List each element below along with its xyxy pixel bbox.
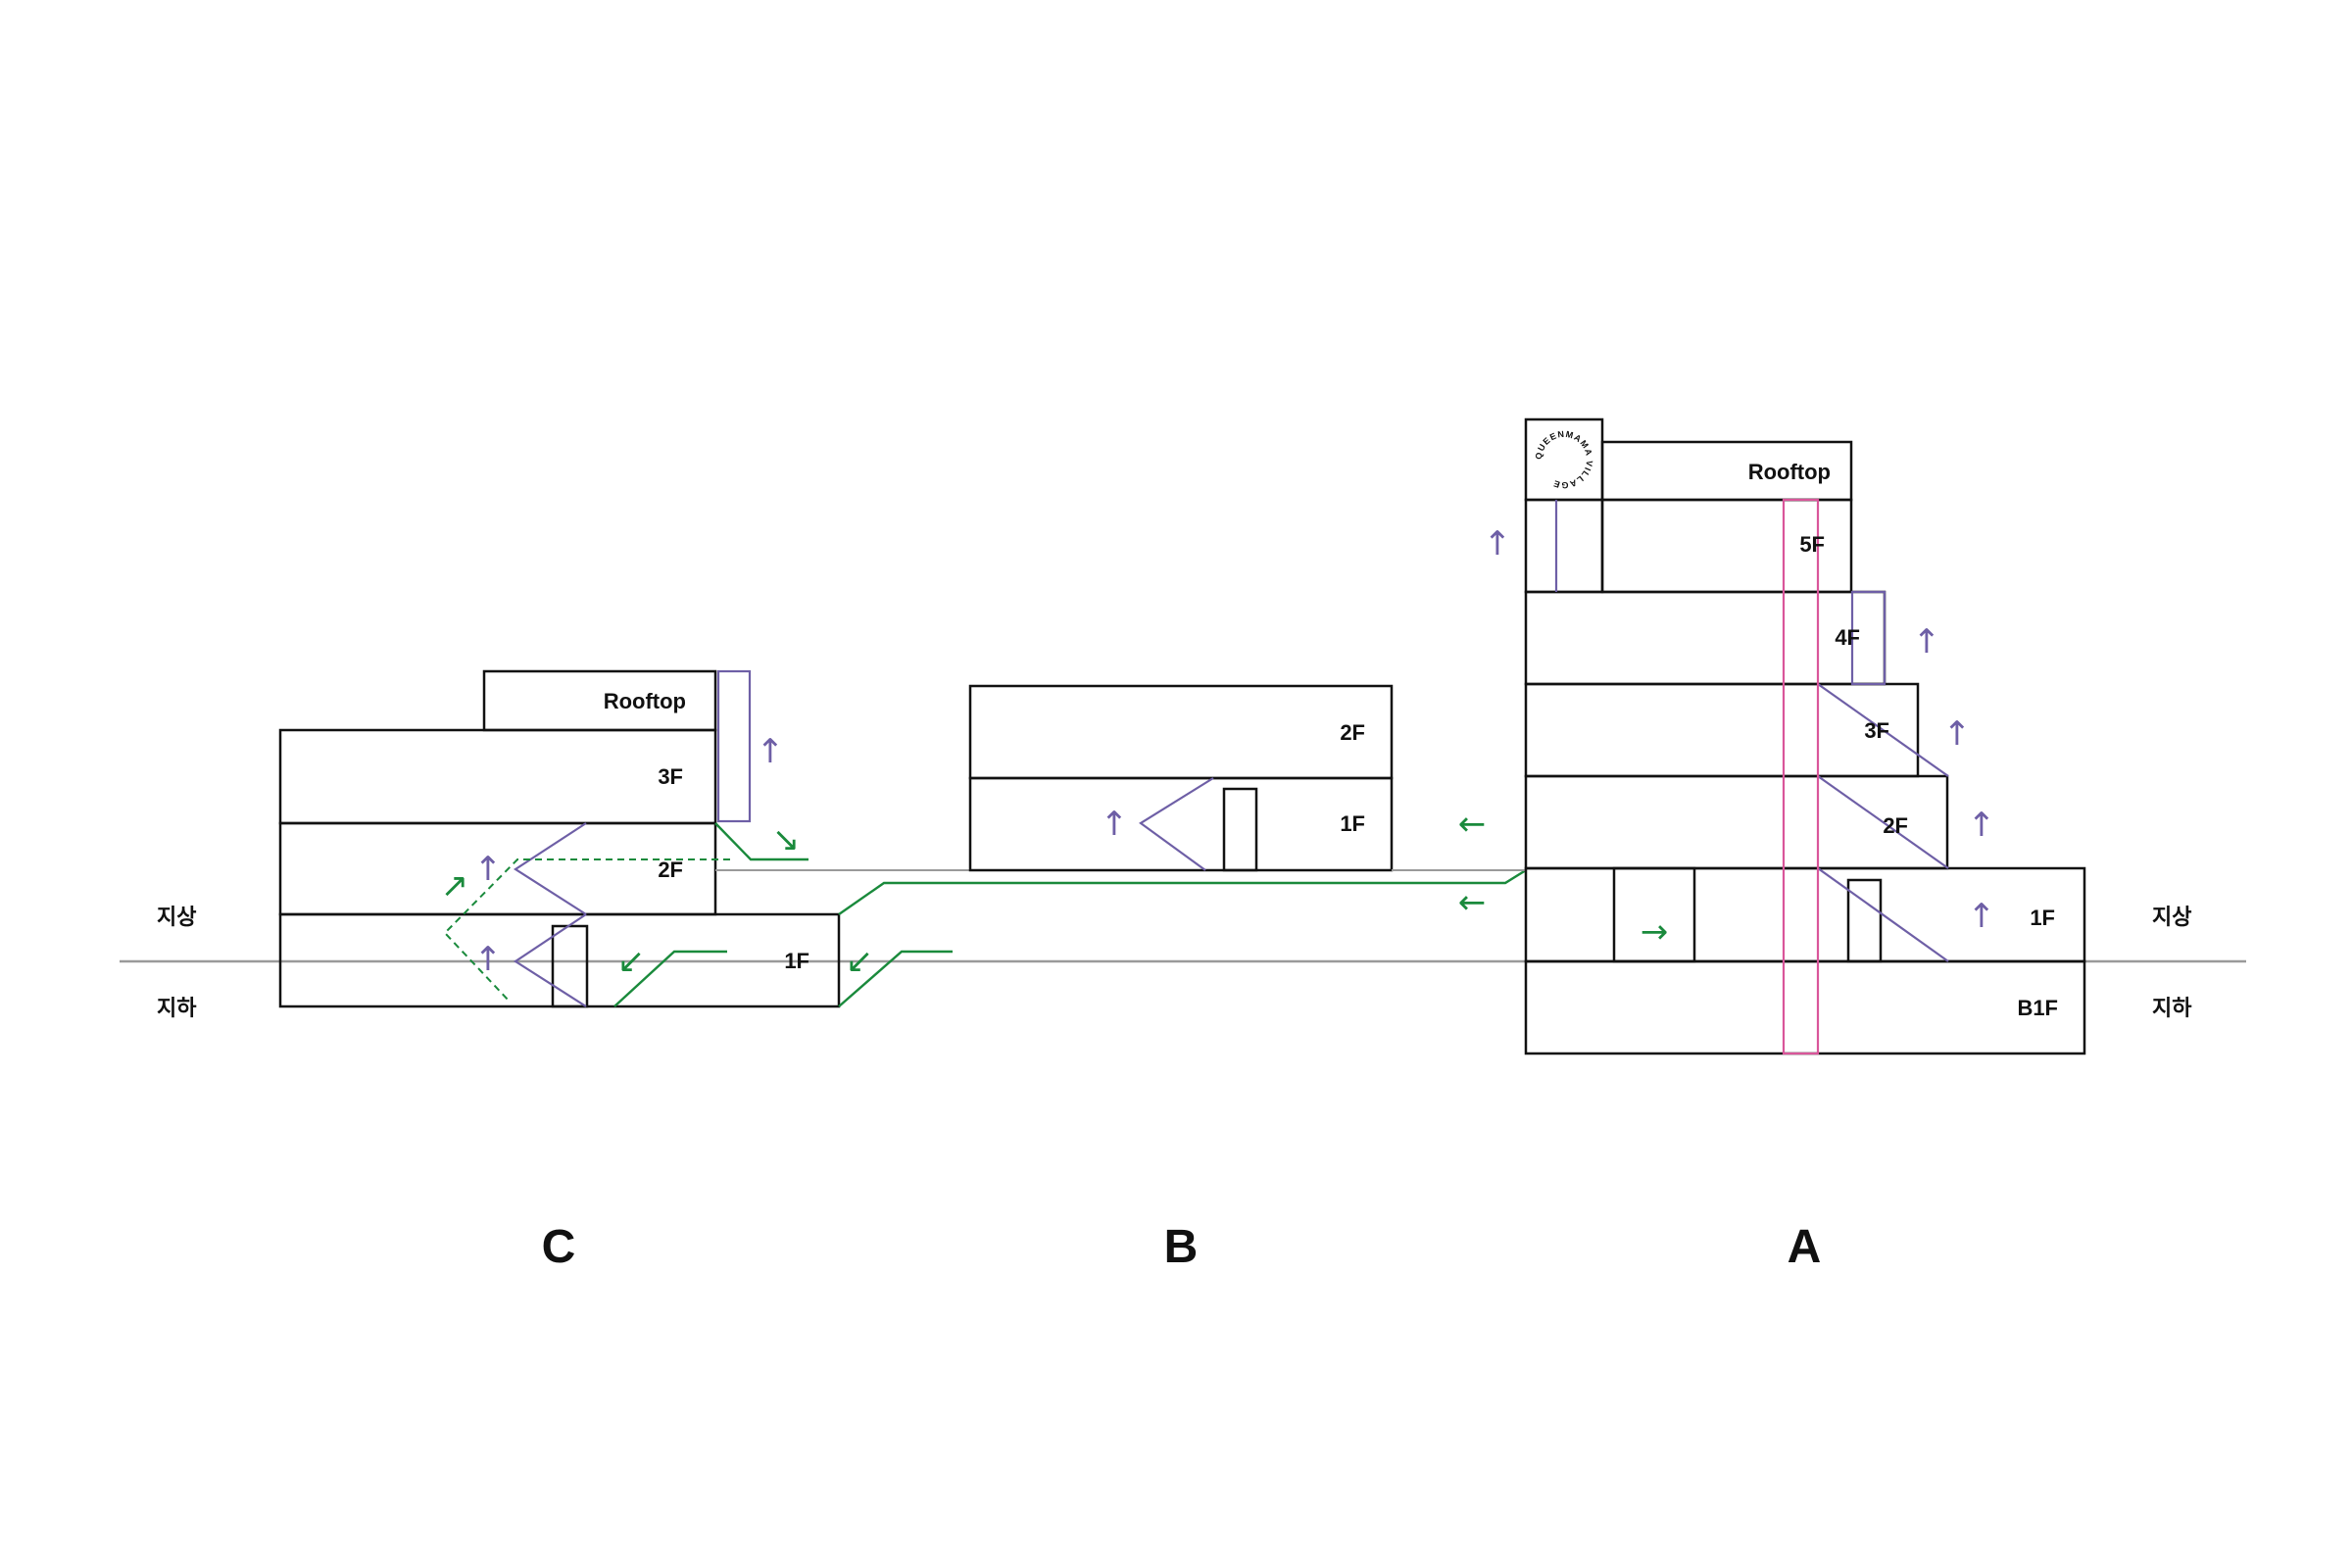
- svg-text:QUEENMAMA VILLAGE: QUEENMAMA VILLAGE: [1534, 429, 1594, 490]
- building-c-floor-3-label: 3F: [658, 764, 683, 789]
- building-c-stair-lower: [513, 913, 587, 1007]
- building-a-floor-4: [1524, 590, 1886, 686]
- building-b-floor-2: [968, 684, 1394, 780]
- building-c-route-lower: [613, 950, 727, 1007]
- up-arrow-icon: ↑: [474, 850, 503, 889]
- building-b-label: B: [1164, 1221, 1199, 1273]
- building-a-floor-b1-label: B1F: [2017, 996, 2058, 1020]
- building-b-stair: [1139, 777, 1214, 871]
- building-c-route-dashed: [443, 858, 730, 1003]
- up-arrow-icon: ↑: [1968, 806, 1996, 845]
- route-c-to-a-main: [838, 868, 1527, 915]
- up-arrow-icon: ↑: [1968, 897, 1996, 936]
- building-a-floor-5-stair: [1524, 498, 1604, 594]
- right-arrow-icon: →: [1641, 912, 1669, 952]
- up-arrow-icon: ↑: [1101, 805, 1129, 844]
- building-a-floor-1-label: 1F: [2030, 906, 2055, 930]
- up-arrow-icon: ↑: [757, 732, 785, 771]
- left-arrow-icon: ←: [1458, 805, 1487, 844]
- up-arrow-icon: ↑: [474, 940, 503, 979]
- building-c-floor-2-label: 2F: [658, 858, 683, 882]
- down-left-arrow-icon: ↙: [846, 942, 874, 981]
- building-a-floor-5-label: 5F: [1799, 532, 1825, 557]
- building-b-floor-1-label: 1F: [1340, 811, 1365, 836]
- building-a-floor-2-label: 2F: [1883, 813, 1908, 838]
- building-c-floor-3: [278, 728, 717, 825]
- building-c-rooftop-label: Rooftop: [604, 689, 686, 713]
- building-c-label: C: [542, 1221, 576, 1273]
- building-b-door: [1222, 787, 1258, 872]
- building-a-elevator-core: [1782, 498, 1820, 1055]
- left-arrow-icon: ←: [1458, 883, 1487, 922]
- building-c-door: [551, 924, 589, 1008]
- building-a-entrance: [1612, 866, 1696, 963]
- building-a-stair-4f: [1850, 590, 1886, 686]
- route-c-to-b-lower: [838, 950, 953, 1007]
- building-a-label: A: [1788, 1221, 1822, 1273]
- building-a-floor-3-label: 3F: [1864, 718, 1889, 743]
- building-a-floor-b1: [1524, 959, 2086, 1055]
- up-arrow-icon: ↑: [1913, 622, 1941, 662]
- down-left-arrow-icon: ↙: [617, 942, 646, 981]
- building-a-rooftop-label: Rooftop: [1748, 460, 1831, 484]
- right-below-ground-label: 지하: [2152, 996, 2192, 1020]
- building-c-route-upper: [714, 822, 808, 861]
- building-a: QUEENMAMA VILLAGE Rooftop 5F 4F 3F 2F 1F…: [1484, 417, 2086, 1055]
- building-a-floor-4-label: 4F: [1835, 625, 1860, 650]
- up-right-arrow-icon: ↗: [441, 866, 469, 906]
- building-b-floor-1: [968, 776, 1394, 872]
- building-a-stair-2f: [1817, 775, 1949, 869]
- down-right-arrow-icon: ↘: [772, 820, 801, 859]
- building-a-door: [1846, 878, 1883, 963]
- building-c: Rooftop 3F 2F 1F ↑ ↑ ↑ ↘ ↗ ↙ ↙: [278, 669, 874, 1008]
- building-c-stair-upper: [513, 822, 587, 915]
- queenmama-village-logo: QUEENMAMA VILLAGE: [1534, 429, 1594, 490]
- building-a-stair-1f: [1817, 867, 1949, 962]
- left-below-ground-label: 지하: [157, 996, 197, 1020]
- building-a-stair-3f: [1817, 683, 1949, 777]
- up-arrow-icon: ↑: [1943, 714, 1972, 754]
- building-b-floor-2-label: 2F: [1340, 720, 1365, 745]
- up-arrow-icon: ↑: [1484, 524, 1512, 564]
- building-b: 2F 1F ↑: [968, 684, 1394, 872]
- building-c-stair-shaft: [716, 669, 752, 823]
- building-a-floor-3: [1524, 682, 1920, 778]
- building-a-floor-1: [1524, 866, 2086, 963]
- left-above-ground-label: 지상: [157, 905, 196, 929]
- right-above-ground-label: 지상: [2152, 905, 2191, 929]
- building-c-floor-1-label: 1F: [784, 949, 809, 973]
